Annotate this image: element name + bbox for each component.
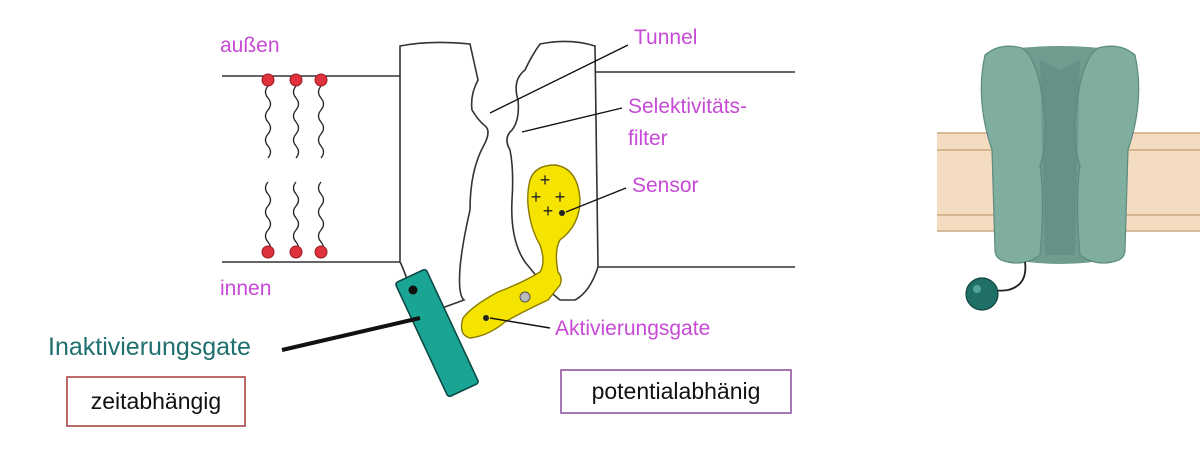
lipid-bilayer <box>261 73 328 259</box>
charge-plus: + <box>540 170 551 190</box>
lipid-head <box>289 73 303 87</box>
schematic-channel-right-subunit <box>1074 45 1140 264</box>
leader-tunnel <box>489 44 629 114</box>
label-sensor: Sensor <box>632 174 699 197</box>
schematic-inactivation-ball <box>965 277 999 311</box>
label-potential-dependent: potentialabhänig <box>592 378 761 404</box>
activation-gate-pointer-dot <box>483 315 489 321</box>
inactivation-gate-pointer-dot <box>408 285 418 295</box>
schematic-channel <box>937 45 1200 311</box>
time-dependent-frame <box>66 376 246 427</box>
label-activation-gate: Aktivierungsgate <box>555 317 710 340</box>
channel-left-half <box>399 41 489 309</box>
label-selectivity-filter-line1: Selektivitäts- <box>628 95 747 118</box>
potential-dependent-frame <box>560 369 792 414</box>
lipid-head <box>314 245 328 259</box>
charge-plus: + <box>531 187 542 207</box>
charge-plus: + <box>555 187 566 207</box>
schematic-channel-left-subunit <box>980 45 1046 264</box>
label-outside: außen <box>220 34 280 57</box>
leader-sensor <box>565 187 627 213</box>
lipid-tail <box>264 85 272 159</box>
schematic-ball-highlight <box>973 285 981 293</box>
label-selectivity-filter-line2: filter <box>628 127 668 150</box>
lipid-head <box>261 73 275 87</box>
lipid-head <box>289 245 303 259</box>
inactivation-gate <box>395 268 479 398</box>
charge-plus: + <box>543 201 554 221</box>
inactivation-gate-bar <box>395 268 479 398</box>
voltage-sensor: + + + + <box>460 164 581 339</box>
lipid-tail <box>264 181 272 255</box>
label-inactivation-gate: Inaktivierungsgate <box>48 333 251 361</box>
hinge-joint <box>519 291 531 303</box>
label-time-dependent: zeitabhängig <box>91 388 221 414</box>
lipid-head <box>261 245 275 259</box>
leader-selectivity-filter <box>521 107 623 133</box>
lipid-tail <box>292 181 300 255</box>
lipid-head <box>314 73 328 87</box>
sensor-activation-gate-shape <box>460 164 581 339</box>
sensor-charges: + + + + <box>531 170 566 221</box>
label-tunnel: Tunnel <box>634 26 697 49</box>
time-dependent-box: zeitabhängig <box>66 376 246 427</box>
sensor-pointer-dot <box>559 210 565 216</box>
leader-lines <box>281 44 629 352</box>
lipid-heads <box>261 73 328 259</box>
schematic-channel-pore <box>1040 60 1080 255</box>
lipid-tail <box>317 181 325 255</box>
membrane-lines <box>222 71 795 268</box>
potential-dependent-box: potentialabhänig <box>560 369 792 414</box>
leader-inactivation-gate <box>281 316 421 352</box>
lipid-tail <box>292 85 300 159</box>
lipid-tail <box>317 85 325 159</box>
label-inside: innen <box>220 277 271 300</box>
leader-activation-gate <box>489 317 551 329</box>
